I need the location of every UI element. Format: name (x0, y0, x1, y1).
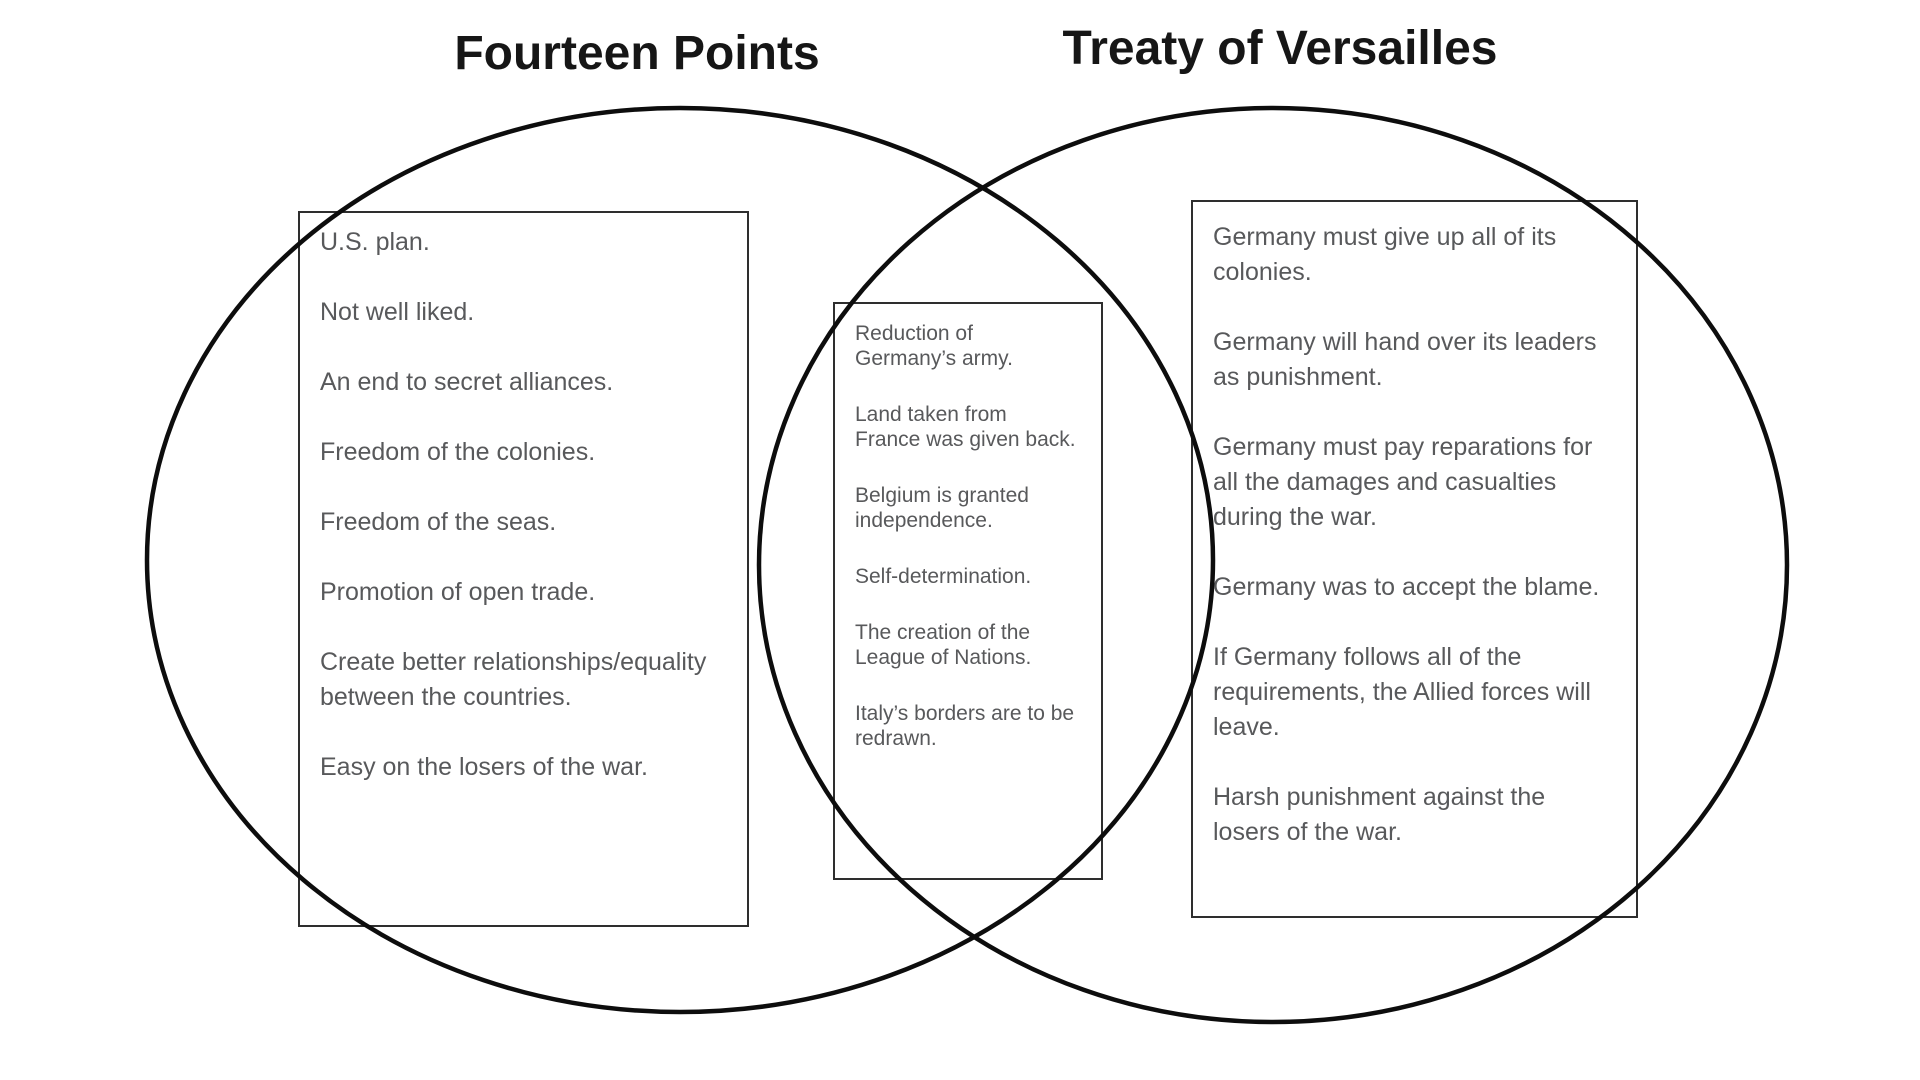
venn-list-item: Belgium is granted independence. (855, 484, 1029, 532)
venn-list-item: Germany must give up all of its colonies… (1213, 223, 1557, 286)
venn-list-item: Germany was to accept the blame. (1213, 573, 1600, 601)
venn-list-item: Reduction of Germany’s army. (855, 322, 1013, 370)
left-circle-title: Fourteen Points (454, 27, 820, 80)
intersection-items-box: Reduction of Germany’s army. Land taken f… (833, 302, 1103, 880)
venn-list-item: Italy’s borders are to be redrawn. (855, 702, 1075, 750)
right-circle-title: Treaty of Versailles (1062, 22, 1498, 75)
venn-list-item: Not well liked. (320, 298, 475, 326)
venn-list-item: If Germany follows all of the requiremen… (1213, 643, 1591, 741)
venn-list-item: Easy on the losers of the war. (320, 753, 648, 781)
venn-list-item: U.S. plan. (320, 228, 430, 256)
left-circle-items-box: U.S. plan. Not well liked. An end to secre… (298, 211, 749, 927)
venn-list-item: Land taken from France was given back. (855, 403, 1076, 451)
venn-list-item: Germany must pay reparations for all the… (1213, 433, 1593, 531)
venn-list-item: An end to secret alliances. (320, 368, 614, 396)
right-circle-items-box: Germany must give up all of its colonies… (1191, 200, 1638, 918)
venn-list-item: Self-determination. (855, 565, 1032, 588)
venn-list-item: Create better relationships/equality bet… (320, 648, 707, 711)
venn-list-item: Germany will hand over its leaders as pu… (1213, 328, 1597, 391)
venn-list-item: Freedom of the seas. (320, 508, 557, 536)
venn-list-item: The creation of the League of Nations. (855, 621, 1032, 669)
venn-list-item: Promotion of open trade. (320, 578, 596, 606)
venn-list-item: Harsh punishment against the losers of t… (1213, 783, 1546, 846)
venn-list-item: Freedom of the colonies. (320, 438, 596, 466)
